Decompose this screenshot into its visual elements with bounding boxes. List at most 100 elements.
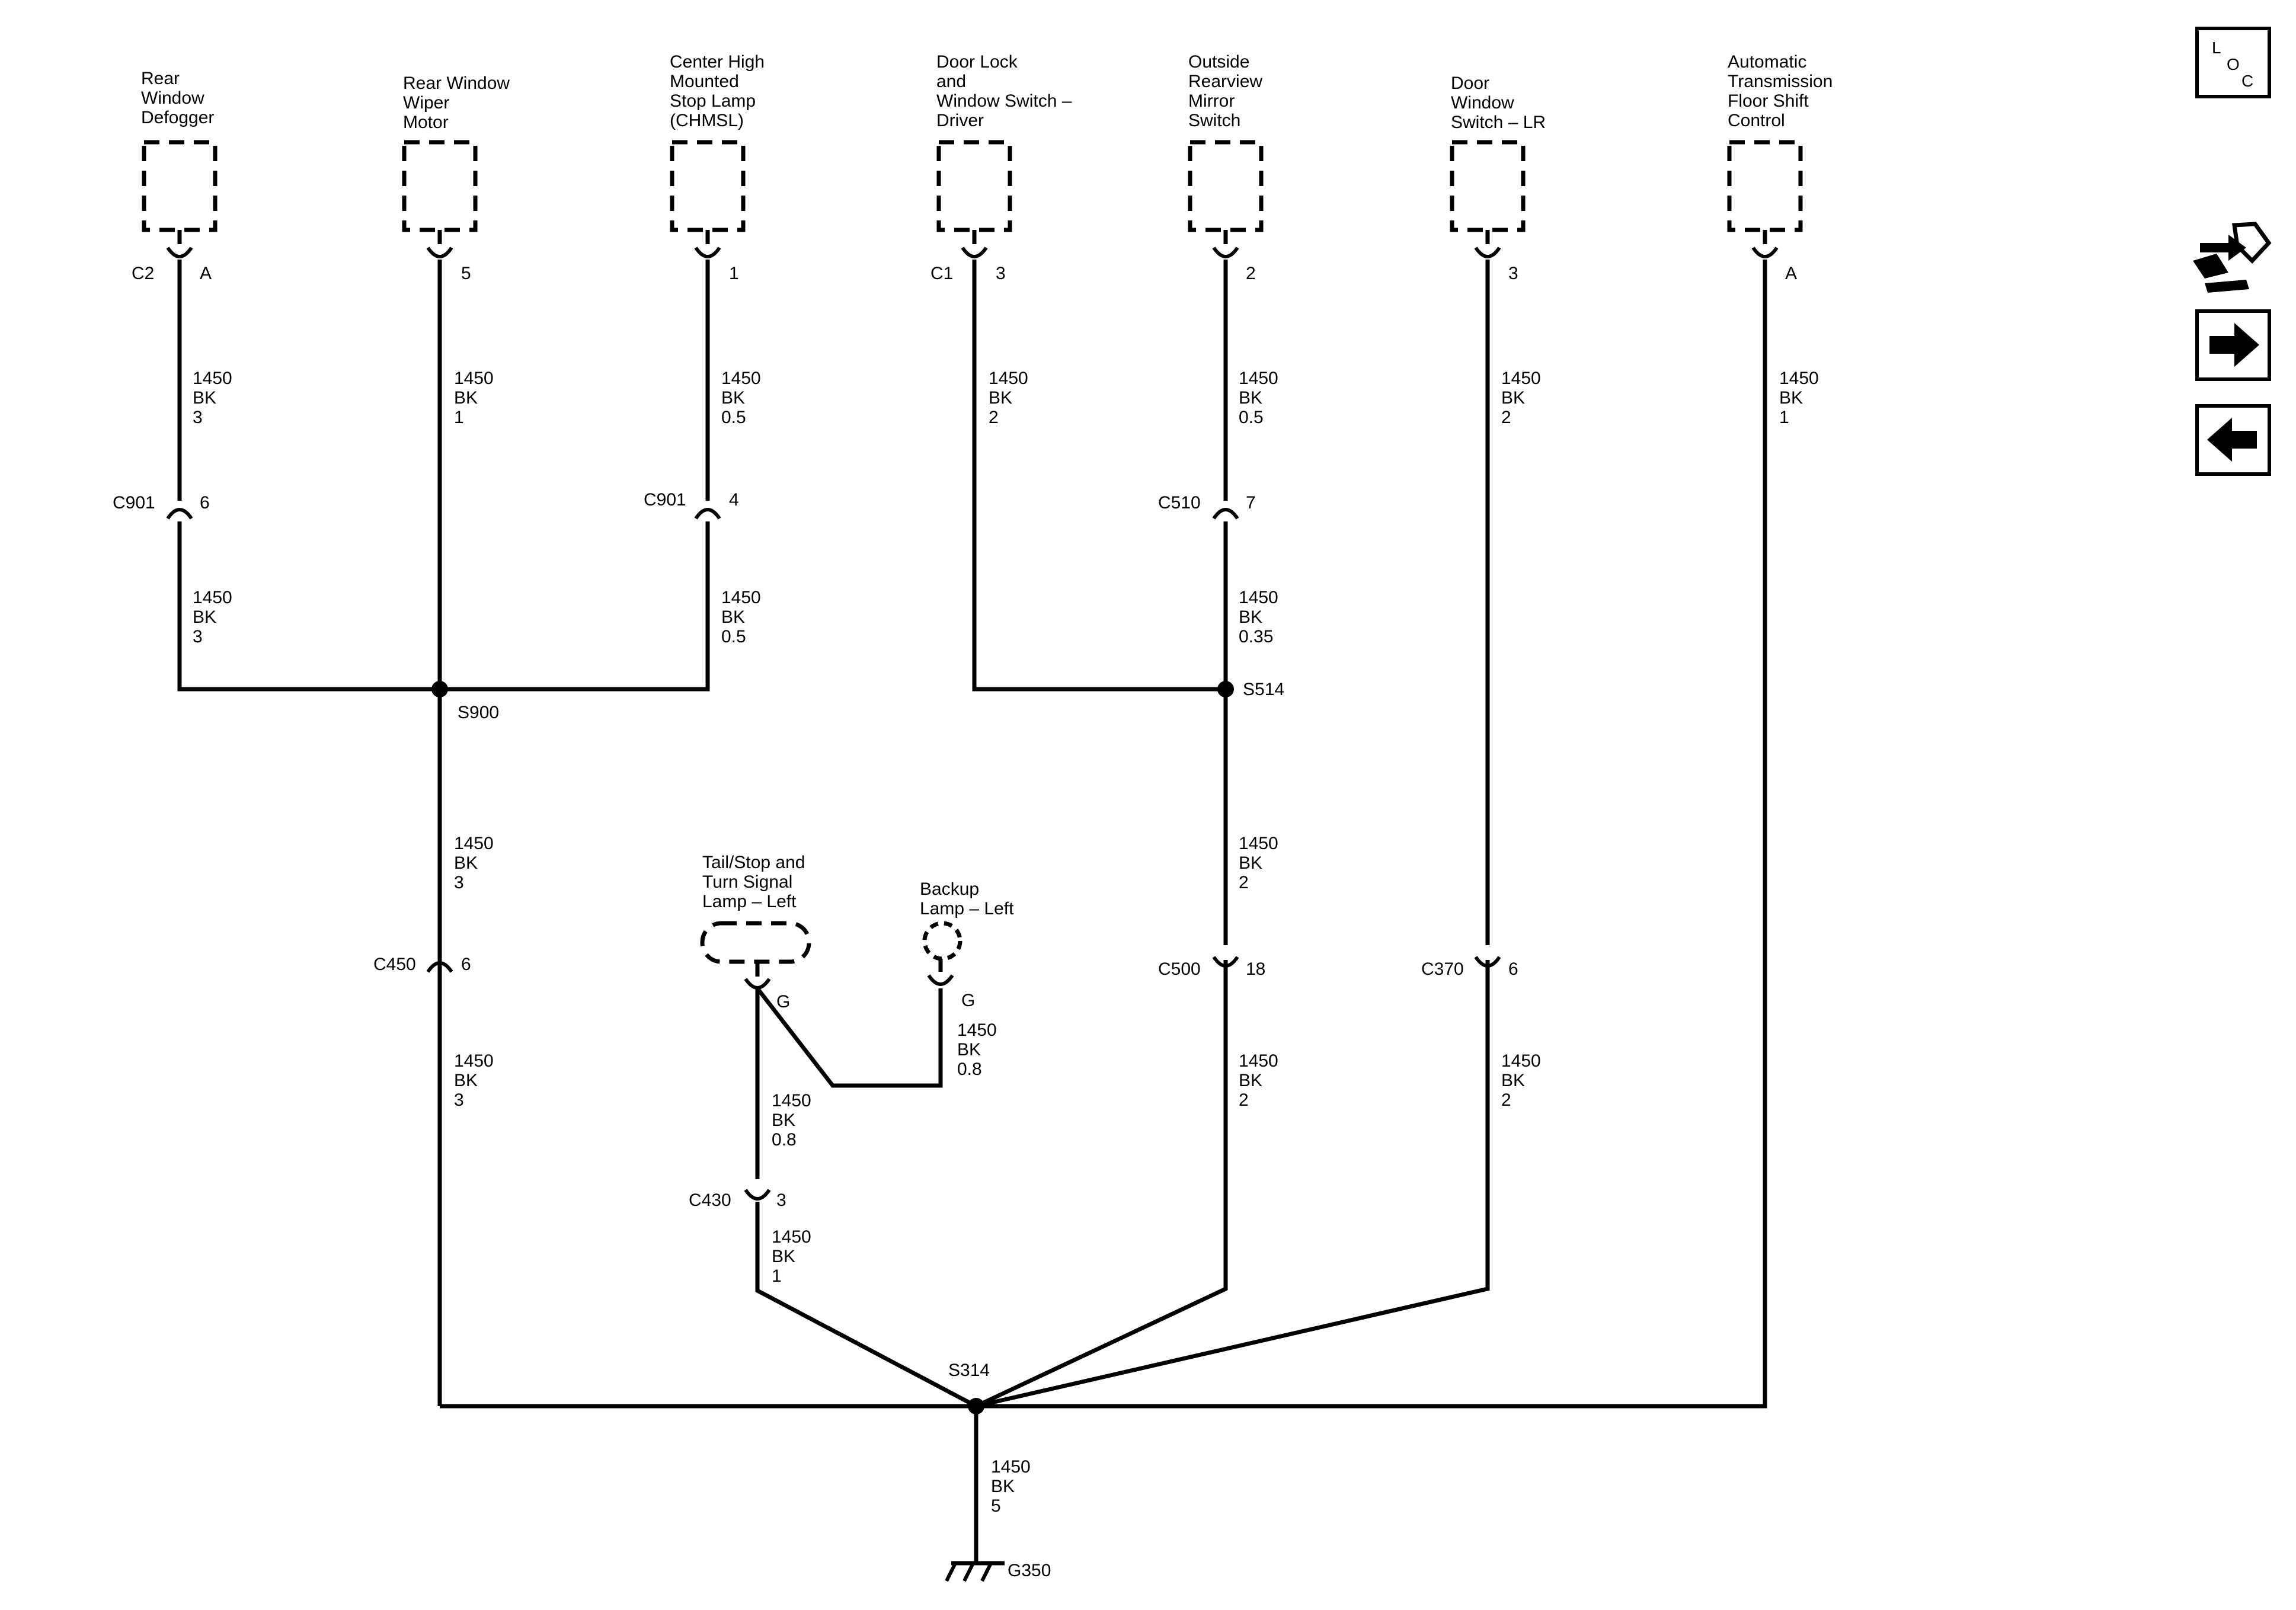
- svg-text:Automatic: Automatic: [1728, 52, 1806, 72]
- svg-text:6: 6: [461, 955, 471, 974]
- back-button[interactable]: [2195, 404, 2271, 476]
- svg-text:3: 3: [193, 627, 203, 646]
- lamp-outline: [700, 921, 811, 964]
- svg-text:Window: Window: [141, 88, 204, 108]
- component-outline: [142, 140, 218, 232]
- svg-text:2: 2: [1501, 408, 1511, 427]
- component-auto-trans-floor-shift-control: Automatic Transmission Floor Shift Contr…: [1727, 52, 1833, 283]
- svg-text:1450: 1450: [1501, 369, 1541, 388]
- svg-text:2: 2: [989, 408, 999, 427]
- component-locator-button[interactable]: [2193, 222, 2272, 293]
- svg-text:0.8: 0.8: [772, 1130, 797, 1150]
- svg-text:1450: 1450: [772, 1227, 811, 1247]
- svg-text:C500: C500: [1158, 959, 1201, 979]
- component-outline: [402, 140, 478, 232]
- svg-text:1450: 1450: [454, 1051, 494, 1071]
- svg-text:C1: C1: [930, 264, 953, 283]
- svg-text:BK: BK: [772, 1110, 795, 1130]
- svg-text:BK: BK: [1239, 607, 1262, 627]
- svg-text:1450: 1450: [454, 369, 494, 388]
- svg-text:Switch – LR: Switch – LR: [1451, 113, 1546, 132]
- svg-text:Lamp – Left: Lamp – Left: [920, 899, 1014, 918]
- splice-s514: S514: [1217, 680, 1284, 699]
- svg-text:2: 2: [1246, 264, 1256, 283]
- svg-text:S314: S314: [948, 1361, 990, 1380]
- svg-text:Driver: Driver: [936, 111, 984, 130]
- svg-text:2: 2: [1239, 1090, 1249, 1110]
- component-outside-rearview-mirror-switch: Outside Rearview Mirror Switch 2: [1188, 52, 1264, 283]
- component-locator-icon: [2193, 222, 2272, 293]
- svg-text:1: 1: [729, 264, 739, 283]
- svg-text:A: A: [200, 264, 212, 283]
- svg-text:6: 6: [200, 493, 210, 513]
- svg-text:C370: C370: [1421, 959, 1464, 979]
- svg-text:Door: Door: [1451, 73, 1489, 93]
- svg-text:L: L: [2212, 39, 2221, 57]
- svg-text:0.8: 0.8: [957, 1060, 982, 1079]
- svg-text:3: 3: [454, 873, 464, 892]
- svg-text:C430: C430: [689, 1190, 731, 1210]
- svg-text:Motor: Motor: [403, 113, 449, 132]
- forward-button[interactable]: [2195, 309, 2271, 381]
- svg-text:S900: S900: [458, 703, 499, 722]
- svg-text:C450: C450: [373, 955, 416, 974]
- splice-s314: S314: [948, 1361, 990, 1414]
- svg-text:Stop Lamp: Stop Lamp: [670, 91, 756, 111]
- svg-text:C: C: [2241, 72, 2253, 90]
- svg-text:5: 5: [461, 264, 471, 283]
- svg-text:Door Lock: Door Lock: [936, 52, 1018, 72]
- svg-text:C510: C510: [1158, 493, 1201, 513]
- loc-button[interactable]: L O C: [2195, 27, 2271, 98]
- svg-text:3: 3: [1508, 264, 1518, 283]
- component-outline: [1727, 140, 1803, 232]
- component-chmsl: Center High Mounted Stop Lamp (CHMSL) 1: [670, 52, 765, 283]
- svg-text:Transmission: Transmission: [1728, 72, 1833, 91]
- svg-text:1450: 1450: [721, 369, 761, 388]
- svg-text:BK: BK: [1501, 388, 1525, 408]
- svg-text:Floor Shift: Floor Shift: [1728, 91, 1809, 111]
- arrow-right-icon: [2209, 323, 2259, 367]
- svg-text:1450: 1450: [1501, 1051, 1541, 1071]
- svg-text:A: A: [1785, 264, 1797, 283]
- component-rear-window-defogger: Rear Window Defogger C2 A: [132, 69, 218, 283]
- component-outline: [670, 140, 746, 232]
- svg-text:1: 1: [1779, 408, 1789, 427]
- svg-text:1: 1: [772, 1266, 782, 1286]
- svg-text:G: G: [961, 991, 975, 1010]
- connector-stubs: [166, 508, 1501, 1201]
- component-door-window-switch-lr: Door Window Switch – LR 3: [1450, 73, 1546, 283]
- svg-text:0.5: 0.5: [721, 627, 746, 646]
- svg-text:Mirror: Mirror: [1188, 91, 1235, 111]
- svg-text:BK: BK: [193, 607, 216, 627]
- svg-text:Turn Signal: Turn Signal: [702, 872, 792, 892]
- svg-text:BK: BK: [1779, 388, 1803, 408]
- svg-text:BK: BK: [721, 607, 745, 627]
- svg-text:1450: 1450: [1239, 834, 1278, 853]
- svg-text:Rear Window: Rear Window: [403, 73, 510, 93]
- svg-text:Control: Control: [1728, 111, 1785, 130]
- svg-text:1450: 1450: [1239, 369, 1278, 388]
- ground-g350: G350: [945, 1561, 1051, 1582]
- svg-text:3: 3: [193, 408, 203, 427]
- svg-text:2: 2: [1501, 1090, 1511, 1110]
- lamp-backup-left: Backup Lamp – Left G: [920, 879, 1014, 1010]
- svg-text:3: 3: [996, 264, 1006, 283]
- svg-text:BK: BK: [989, 388, 1012, 408]
- svg-text:BK: BK: [991, 1477, 1015, 1496]
- svg-text:Mounted: Mounted: [670, 72, 739, 91]
- svg-text:Outside: Outside: [1188, 52, 1249, 72]
- svg-text:0.5: 0.5: [721, 408, 746, 427]
- svg-text:BK: BK: [957, 1040, 981, 1060]
